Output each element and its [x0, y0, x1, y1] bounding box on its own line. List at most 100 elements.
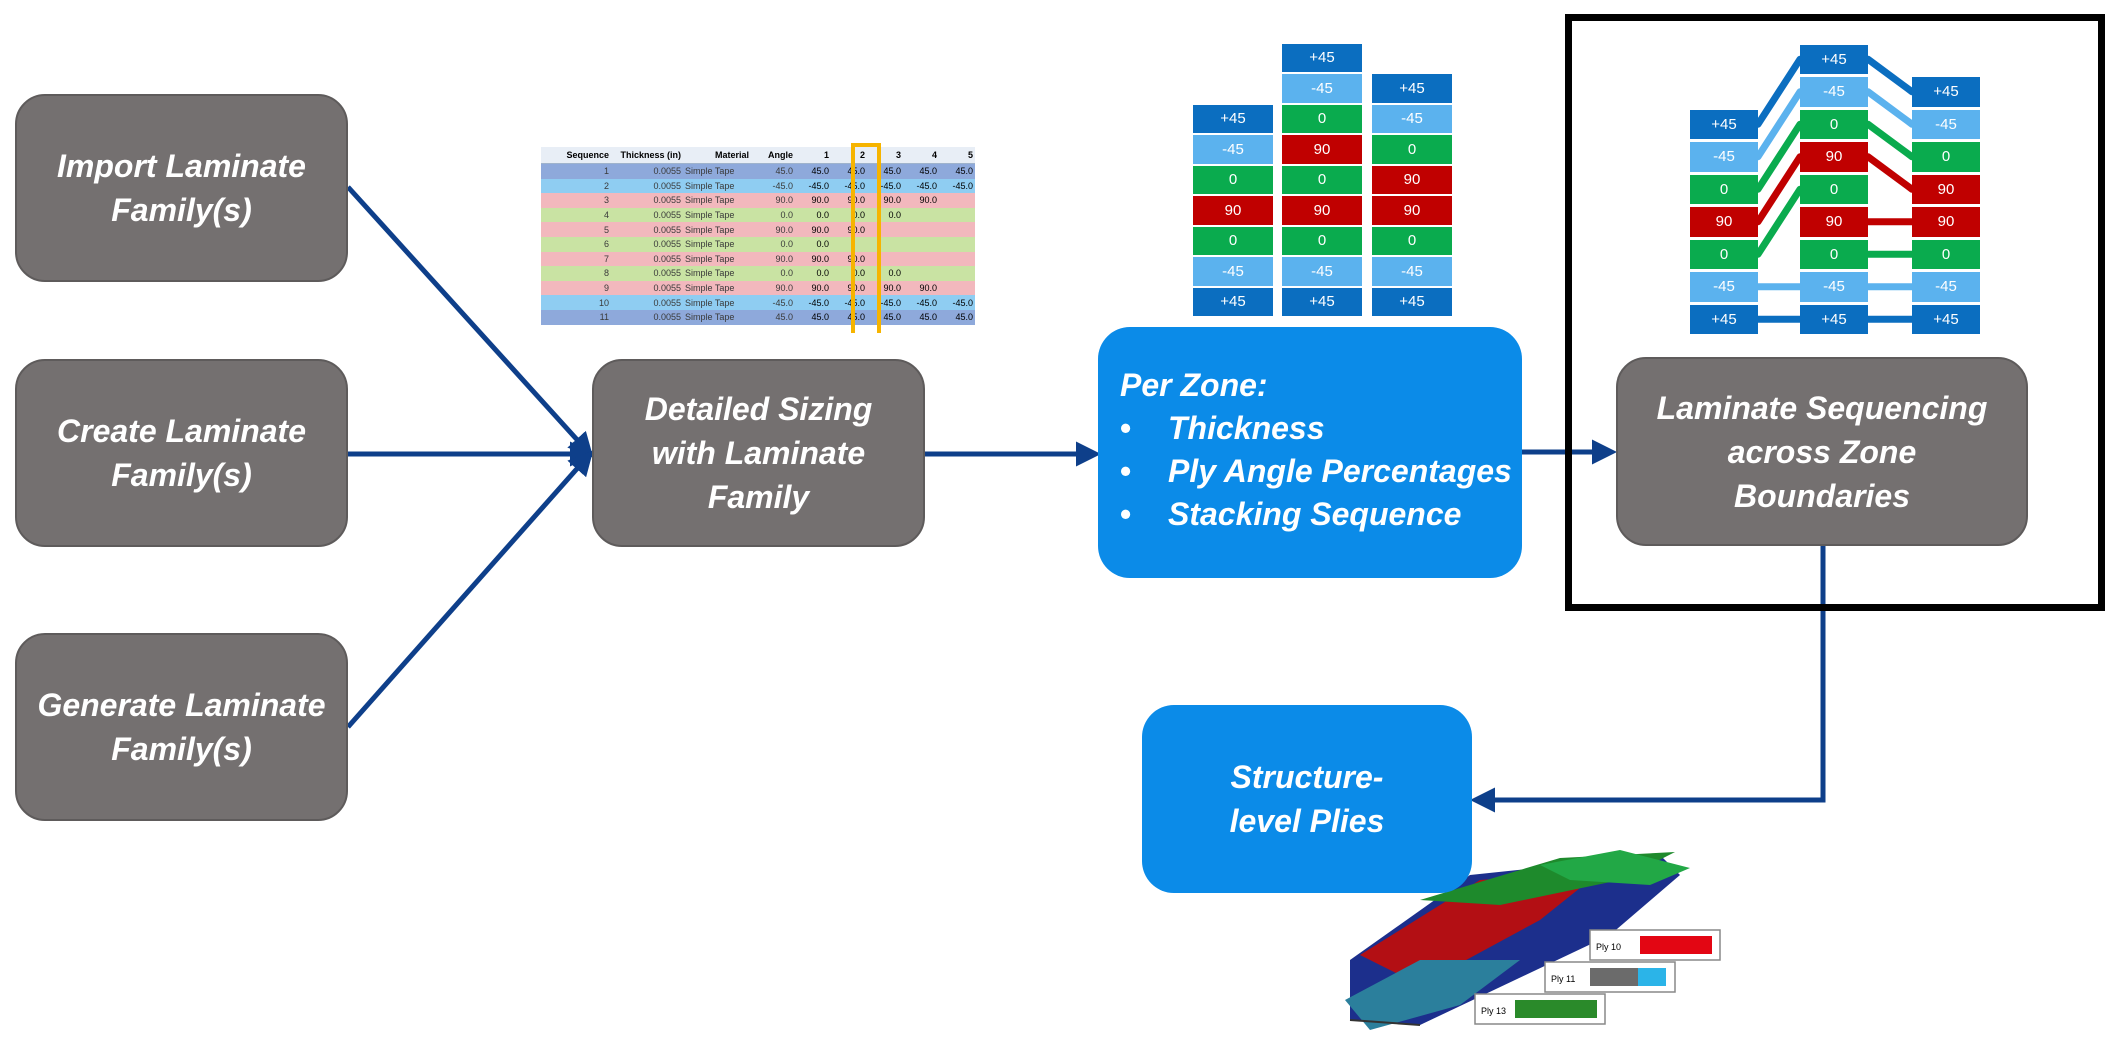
per-zone-title: Per Zone:	[1120, 367, 1268, 403]
sheet-cell-thk: 0.0055	[653, 283, 681, 294]
zone-ply-cell: 90	[1372, 165, 1452, 194]
sheet-cell-value: 0.0	[816, 210, 829, 221]
wing-ply-red	[1360, 872, 1600, 985]
sequenced-ply-cell: -45	[1800, 272, 1868, 302]
sheet-cell-mat: Simple Tape	[685, 180, 735, 191]
sheet-cell-value: 90.0	[811, 195, 829, 206]
zone-ply-cell: +45	[1282, 43, 1362, 72]
zone-ply-cell: +45	[1372, 74, 1452, 103]
sheet-cell-value: 45.0	[955, 312, 973, 323]
sheet-cell-angle: 0.0	[780, 210, 793, 221]
sheet-cell-thk: 0.0055	[653, 253, 681, 264]
sequenced-ply-cell: 0	[1800, 174, 1868, 204]
sheet-cell-angle: 90.0	[775, 283, 793, 294]
ply-continuity-links	[1754, 55, 1916, 323]
per-zone-box: Per Zone: Thickness Ply Angle Percentage…	[1098, 327, 1522, 578]
sequenced-ply-cell: +45	[1690, 109, 1758, 139]
sequenced-ply-cell: 0	[1912, 239, 1980, 269]
zone-ply-cell: 0	[1193, 226, 1273, 255]
sequenced-ply-cell: 90	[1912, 207, 1980, 237]
sheet-cell-value: 90.0	[811, 283, 829, 294]
zone-ply-cell: -45	[1282, 257, 1362, 286]
laminate-sequencing-label: Laminate Sequencing across Zone Boundari…	[1656, 389, 1988, 514]
sheet-cell-value: -45.0	[808, 297, 829, 308]
sheet-cell-angle: 90.0	[775, 224, 793, 235]
sheet-cell-value	[939, 222, 975, 237]
ply-link	[1754, 185, 1804, 258]
zone-ply-cell: +45	[1372, 287, 1452, 316]
sheet-cell-value	[939, 252, 975, 267]
zone-ply-cell: +45	[1193, 287, 1273, 316]
sheet-header-cell: Angle	[751, 147, 795, 164]
sheet-cell-value	[939, 193, 975, 208]
sequencing-frame	[1565, 14, 2105, 611]
generate-laminate-box: Generate Laminate Family(s)	[15, 633, 348, 821]
sheet-cell-mat: Simple Tape	[685, 195, 735, 206]
sequenced-ply-cell: 90	[1690, 207, 1758, 237]
sequenced-ply-cell: +45	[1690, 304, 1758, 334]
zone-ply-cell: +45	[1282, 287, 1362, 316]
sheet-cell-thk: 0.0055	[653, 239, 681, 250]
sheet-cell-value: 45.0	[811, 166, 829, 177]
zone-ply-cell: 0	[1282, 226, 1362, 255]
sheet-cell-value	[903, 266, 939, 281]
zone-ply-cell: -45	[1372, 104, 1452, 133]
ply-link	[1864, 88, 1916, 128]
sheet-cell-thk: 0.0055	[653, 312, 681, 323]
arrow-generate-to-sizing	[346, 450, 594, 729]
sheet-cell-seq: 5	[603, 224, 609, 235]
generate-laminate-label: Generate Laminate Family(s)	[37, 687, 326, 767]
sheet-cell-value: 90.0	[847, 224, 865, 235]
zone-ply-cell: 0	[1193, 165, 1273, 194]
sheet-column-highlight	[851, 143, 881, 333]
ply-label-13: Ply 13	[1481, 1006, 1506, 1016]
sheet-header-cell: 4	[903, 147, 939, 164]
sheet-cell-value: -45.0	[808, 180, 829, 191]
zone-ply-cell: -45	[1193, 135, 1273, 164]
sheet-cell-value: 0.0	[852, 210, 865, 221]
sequenced-ply-cell: -45	[1690, 272, 1758, 302]
sheet-cell-value	[939, 237, 975, 252]
sheet-cell-value: 0.0	[816, 268, 829, 279]
sheet-cell-mat: Simple Tape	[685, 268, 735, 279]
ply-link	[1754, 55, 1804, 128]
sheet-cell-seq: 4	[603, 210, 609, 221]
ply-link	[1754, 153, 1804, 226]
sheet-cell-mat: Simple Tape	[685, 166, 735, 177]
zone-ply-cell: -45	[1193, 257, 1273, 286]
sheet-cell-mat: Simple Tape	[685, 253, 735, 264]
ply-link	[1864, 153, 1916, 193]
zone-ply-cell: 0	[1372, 226, 1452, 255]
sheet-cell-seq: 8	[603, 268, 609, 279]
callout-swatch-red	[1640, 936, 1712, 954]
sheet-cell-mat: Simple Tape	[685, 297, 735, 308]
laminate-sequencing-box: Laminate Sequencing across Zone Boundari…	[1616, 357, 2028, 546]
sheet-cell-value: 90.0	[883, 195, 901, 206]
import-laminate-label: Import Laminate Family(s)	[57, 148, 306, 228]
sheet-cell-value: 90.0	[847, 195, 865, 206]
arrow-sequencing-to-structure	[1470, 546, 1826, 813]
wing-model	[1345, 850, 1690, 1030]
sheet-cell-mat: Simple Tape	[685, 210, 735, 221]
per-zone-item-thickness: Thickness	[1120, 407, 1522, 450]
sheet-cell-angle: -45.0	[772, 180, 793, 191]
sheet-cell-value: 90.0	[847, 283, 865, 294]
sequenced-ply-cell: +45	[1912, 77, 1980, 107]
sheet-cell-seq: 7	[603, 253, 609, 264]
sheet-header-cell: 2	[831, 147, 867, 164]
sheet-cell-mat: Simple Tape	[685, 239, 735, 250]
sheet-cell-mat: Simple Tape	[685, 312, 735, 323]
callout-swatch-cyan	[1638, 968, 1666, 986]
arrow-import-to-sizing	[346, 185, 594, 458]
sheet-header-cell: Material	[683, 147, 751, 164]
sheet-cell-value: -45.0	[880, 297, 901, 308]
wing-tip-green	[1540, 850, 1690, 885]
sheet-cell-thk: 0.0055	[653, 195, 681, 206]
